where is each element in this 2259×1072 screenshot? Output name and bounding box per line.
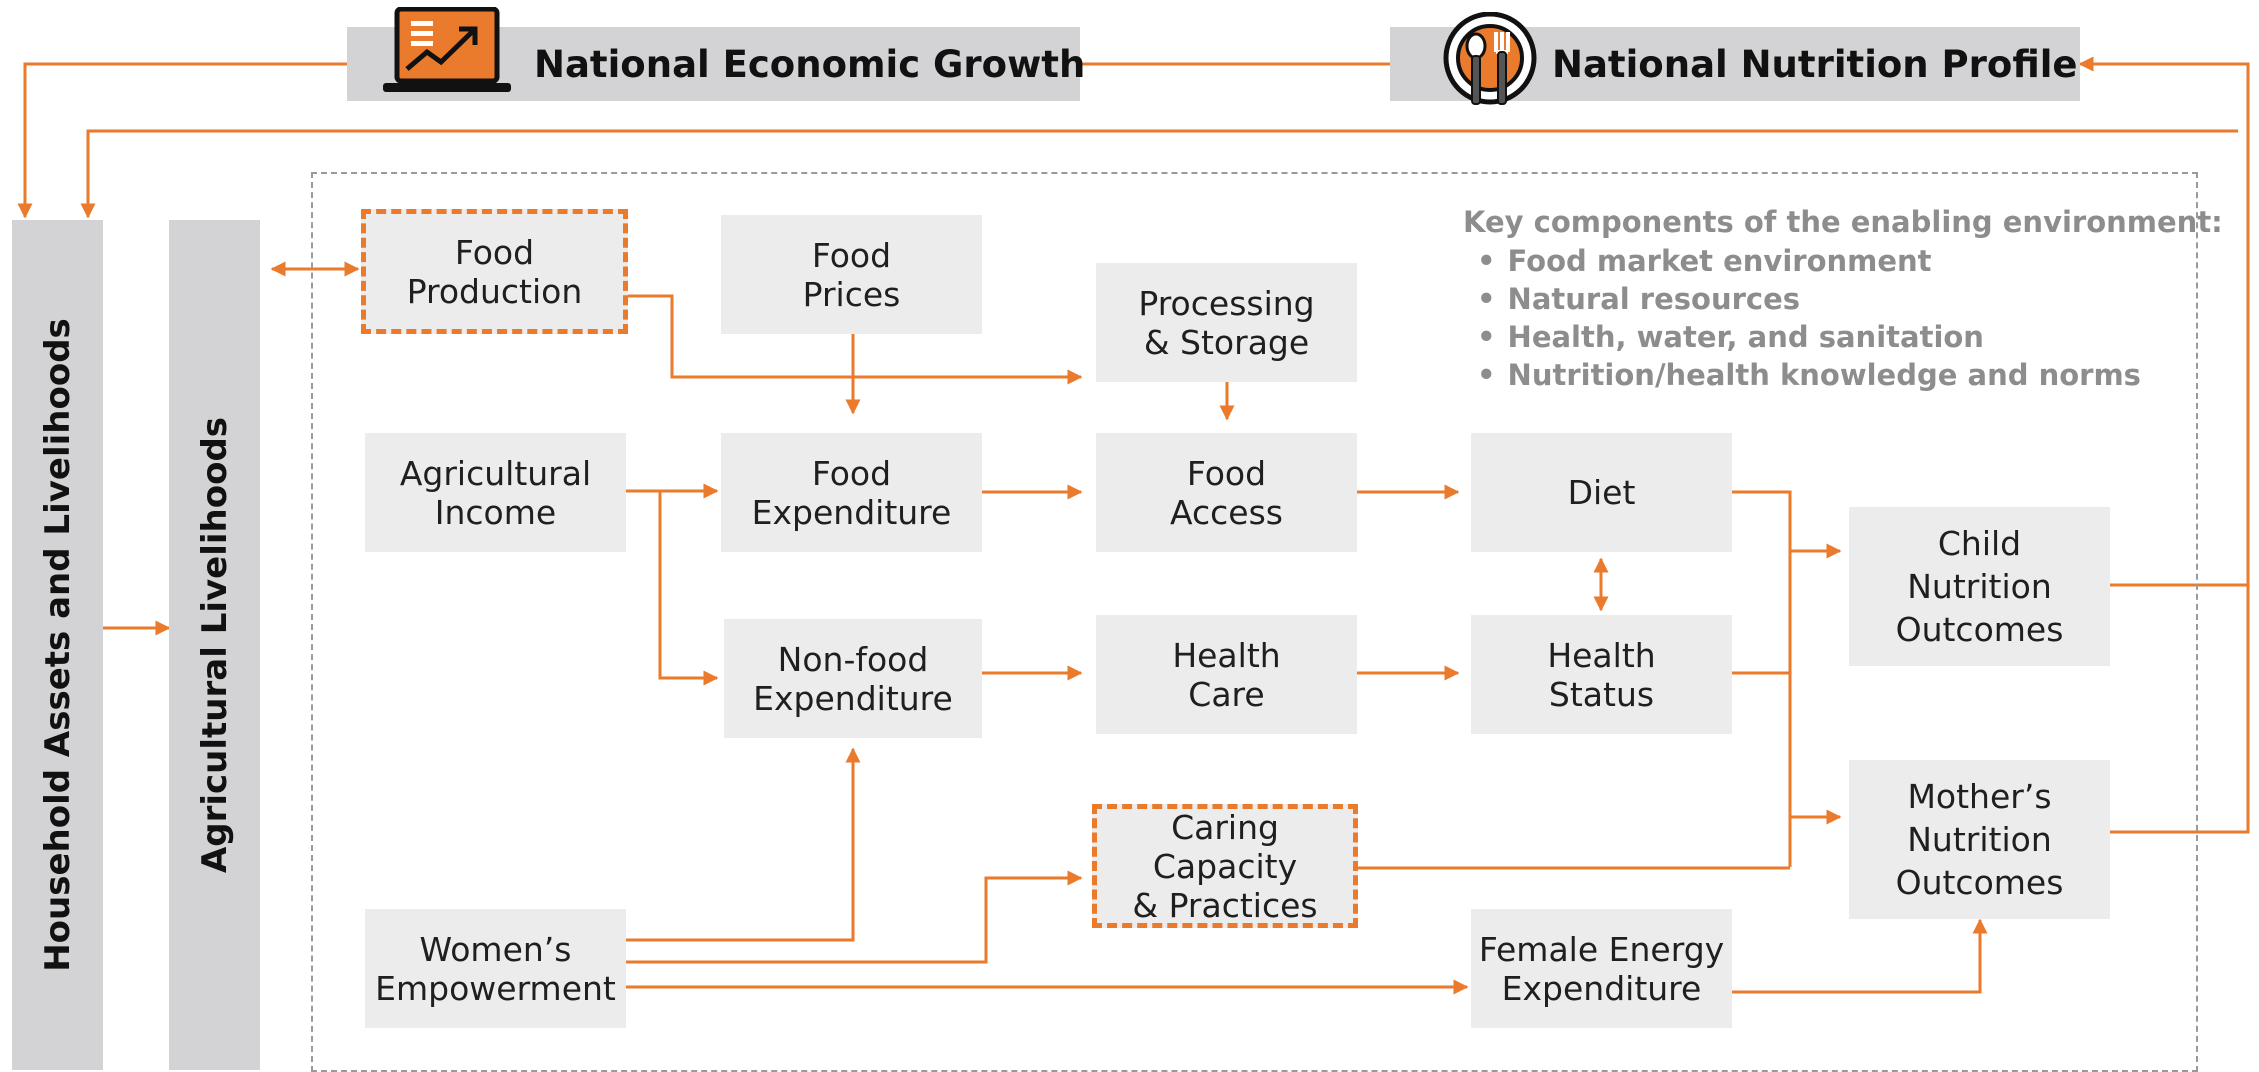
arrow-empowerment-to-nonfood (626, 747, 861, 942)
household-assets-sidebar: Household Assets and Livelihoods (12, 220, 103, 1070)
child-nutrition-outcomes-node: Child Nutrition Outcomes (1849, 507, 2110, 666)
arrow-empowerment-to-caring (626, 870, 1083, 964)
plate-spoon-fork-icon (1443, 12, 1537, 105)
enabling-environment-list: Food market environment Natural resource… (1463, 242, 2223, 394)
arrow-production-to-processing (628, 294, 1083, 385)
food-production-node: Food Production (361, 209, 628, 334)
enabling-environment-item: Health, water, and sanitation (1477, 318, 2223, 356)
national-economic-growth-label: National Economic Growth (534, 42, 1086, 86)
national-nutrition-profile-label: National Nutrition Profile (1552, 42, 2078, 86)
health-care-node: Health Care (1096, 615, 1357, 734)
national-economic-growth-bar: National Economic Growth (347, 7, 1085, 101)
arrow-mother-to-loop (2110, 585, 2250, 834)
mothers-nutrition-outcomes-node: Mother’s Nutrition Outcomes (1849, 760, 2110, 919)
food-access-node: Food Access (1096, 433, 1357, 552)
food-prices-node: Food Prices (721, 215, 982, 334)
enabling-environment-item: Food market environment (1477, 242, 2223, 280)
household-assets-label: Household Assets and Livelihoods (37, 318, 78, 972)
enabling-environment-title: Key components of the enabling environme… (1463, 205, 2223, 239)
food-expenditure-node: Food Expenditure (721, 433, 982, 552)
arrow-income-to-nonfood-exp (658, 491, 719, 686)
arrow-female-energy-to-mother (1732, 918, 1988, 994)
non-food-expenditure-node: Non-food Expenditure (724, 619, 982, 738)
womens-empowerment-node: Women’s Empowerment (365, 909, 626, 1028)
enabling-environment-item: Natural resources (1477, 280, 2223, 318)
enabling-environment-key: Key components of the enabling environme… (1463, 202, 2223, 394)
female-energy-expenditure-node: Female Energy Expenditure (1471, 909, 1732, 1028)
arrow-loop-to-household (80, 129, 2238, 219)
national-nutrition-profile-bar: National Nutrition Profile (1390, 12, 2080, 105)
agricultural-livelihoods-sidebar: Agricultural Livelihoods (169, 220, 260, 1070)
arrow-growth-to-household (17, 62, 347, 219)
diet-node: Diet (1471, 433, 1732, 552)
agricultural-income-node: Agricultural Income (365, 433, 626, 552)
enabling-environment-item: Nutrition/health knowledge and norms (1477, 356, 2223, 394)
arrow-diet-to-outcomes (1732, 490, 1792, 867)
health-status-node: Health Status (1471, 615, 1732, 734)
laptop-growth-chart-icon (383, 7, 511, 92)
caring-capacity-node: Caring Capacity & Practices (1092, 804, 1358, 928)
arrow-outcomes-to-profile (2078, 56, 2250, 585)
processing-storage-node: Processing & Storage (1096, 263, 1357, 382)
agricultural-livelihoods-label: Agricultural Livelihoods (194, 416, 235, 874)
